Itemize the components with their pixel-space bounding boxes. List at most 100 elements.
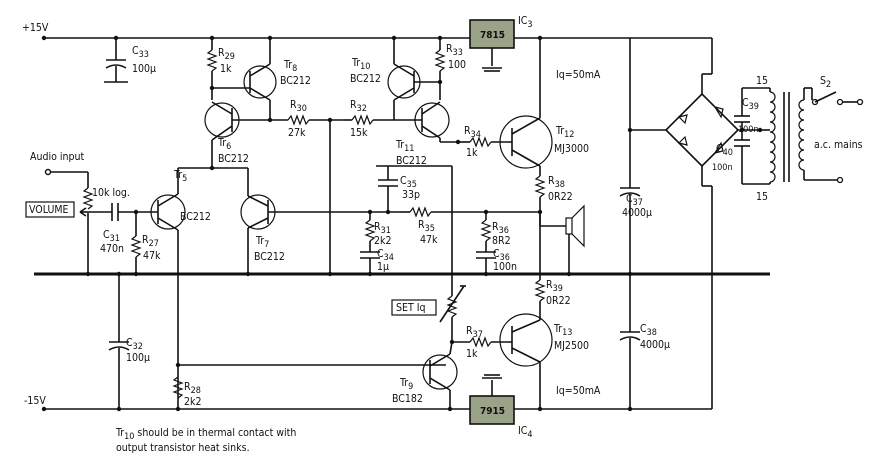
tr8-type: BC212 — [280, 75, 311, 87]
r35-value: 47k — [420, 234, 438, 246]
svg-text:R33: R33 — [446, 43, 463, 58]
r32-ref: R — [350, 99, 357, 111]
c36-value: 100n — [493, 261, 517, 273]
capacitor-c39: C39 100n — [734, 97, 759, 135]
c40-value: 100n — [712, 163, 733, 173]
c32-ref: C — [126, 337, 133, 349]
volume-label: VOLUME — [29, 204, 69, 216]
c37-value: 4000µ — [622, 207, 652, 219]
c33-value: 100µ — [132, 63, 156, 75]
r28-value: 2k2 — [184, 396, 202, 408]
tr9-ref: Tr — [399, 377, 408, 389]
tr6-ref: Tr — [217, 137, 226, 149]
c31-sub: 31 — [110, 234, 120, 244]
ic3-sub: 3 — [527, 20, 532, 30]
c31-value: 470n — [100, 243, 124, 255]
tr7-ref: Tr — [255, 235, 264, 247]
r29-sub: 29 — [225, 52, 235, 62]
regulator-ic4: 7915 IC4 — [469, 374, 533, 440]
tr12-sub: 12 — [564, 130, 574, 140]
positive-rail: +15V — [22, 22, 712, 41]
c33-ref: C — [132, 45, 139, 57]
tr6-sub: 6 — [226, 142, 231, 152]
transistor-tr5: Tr5 BC212 — [150, 167, 248, 412]
transistor-tr7: Tr7 BC212 — [240, 168, 400, 277]
c32-value: 100µ — [126, 352, 150, 364]
resistor-r33: R33 100 — [434, 35, 466, 100]
tr9-sub: 9 — [408, 382, 413, 392]
svg-text:C36: C36 — [493, 248, 510, 263]
c38-ref: C — [640, 323, 647, 335]
tr13-sub: 13 — [562, 328, 572, 338]
tr9-type: BC182 — [392, 393, 423, 405]
tr10-ref: Tr — [351, 57, 360, 69]
svg-text:R38: R38 — [548, 175, 565, 190]
r30-sub: 30 — [297, 104, 307, 114]
svg-text:R27: R27 — [142, 234, 159, 249]
c39-sub: 39 — [749, 102, 759, 112]
r38-value: 0R22 — [548, 191, 573, 203]
transistor-tr9: Tr9 BC182 — [392, 341, 458, 412]
volume-box — [25, 201, 75, 218]
set-iq-preset[interactable]: SET Iq — [391, 166, 466, 342]
svg-text:R36: R36 — [492, 221, 509, 236]
mains-switch[interactable]: S2 a.c. mains — [804, 75, 864, 184]
r34-value: 1k — [466, 147, 478, 159]
r31-ref: R — [374, 221, 381, 233]
r39-sub: 39 — [553, 284, 563, 294]
tr5-sub: 5 — [182, 174, 187, 184]
resistor-r37: R37 1k — [449, 325, 512, 360]
transformer: 15 15 — [741, 75, 840, 203]
tr7-sub: 7 — [264, 240, 269, 250]
c38-sub: 38 — [647, 328, 657, 338]
capacitor-c34: C34 1µ — [360, 248, 394, 277]
c35-ref: C — [400, 175, 407, 187]
svg-text:R37: R37 — [466, 325, 483, 340]
svg-text:Tr9: Tr9 — [399, 377, 413, 392]
transistor-tr6: Tr6 BC212 — [204, 101, 273, 171]
tap-top-label: 15 — [756, 75, 768, 87]
bridge-rectifier — [627, 38, 763, 409]
r36-sub: 36 — [499, 226, 509, 236]
svg-text:R31: R31 — [374, 221, 391, 236]
resistor-r34: R34 1k — [455, 125, 512, 159]
c36-sub: 36 — [500, 253, 510, 263]
svg-text:Tr8: Tr8 — [283, 59, 297, 74]
c34-ref: C — [377, 248, 384, 260]
tr7-type: BC212 — [254, 251, 285, 263]
svg-text:R35: R35 — [418, 219, 435, 234]
capacitor-c40: C40 100n — [712, 130, 750, 173]
c38-value: 4000µ — [640, 339, 670, 351]
r39-value: 0R22 — [546, 295, 571, 307]
capacitor-c37: C37 4000µ — [619, 38, 652, 277]
r28-sub: 28 — [191, 386, 201, 396]
capacitor-c35: C35 33p — [376, 165, 452, 215]
loudspeaker-icon — [539, 204, 585, 277]
tr11-sub: 11 — [404, 144, 414, 154]
neg-rail-label: -15V — [24, 395, 46, 407]
c39-value: 100n — [738, 125, 759, 135]
capacitor-c32: C32 100µ — [108, 271, 150, 412]
c37-ref: C — [626, 193, 633, 205]
tr8-ref: Tr — [283, 59, 292, 71]
resistor-r35: R35 47k — [400, 206, 540, 246]
ic4-sub: 4 — [527, 430, 532, 440]
svg-text:IC3: IC3 — [518, 15, 533, 30]
c40-sub: 40 — [723, 148, 733, 158]
tr5-ref: Tr — [173, 169, 182, 181]
r35-ref: R — [418, 219, 425, 231]
r38-ref: R — [548, 175, 555, 187]
svg-text:R32: R32 — [350, 99, 367, 114]
iq-top-label: Iq=50mA — [556, 69, 601, 81]
c35-sub: 35 — [407, 180, 417, 190]
r27-value: 47k — [143, 250, 161, 262]
transistor-tr13: Tr13 MJ2500 — [499, 313, 589, 392]
svg-text:R28: R28 — [184, 381, 201, 396]
r39-ref: R — [546, 279, 553, 291]
c34-sub: 34 — [384, 253, 394, 263]
svg-text:Tr13: Tr13 — [553, 323, 572, 338]
iq-bottom-label: Iq=50mA — [556, 385, 601, 397]
svg-text:IC4: IC4 — [518, 425, 533, 440]
